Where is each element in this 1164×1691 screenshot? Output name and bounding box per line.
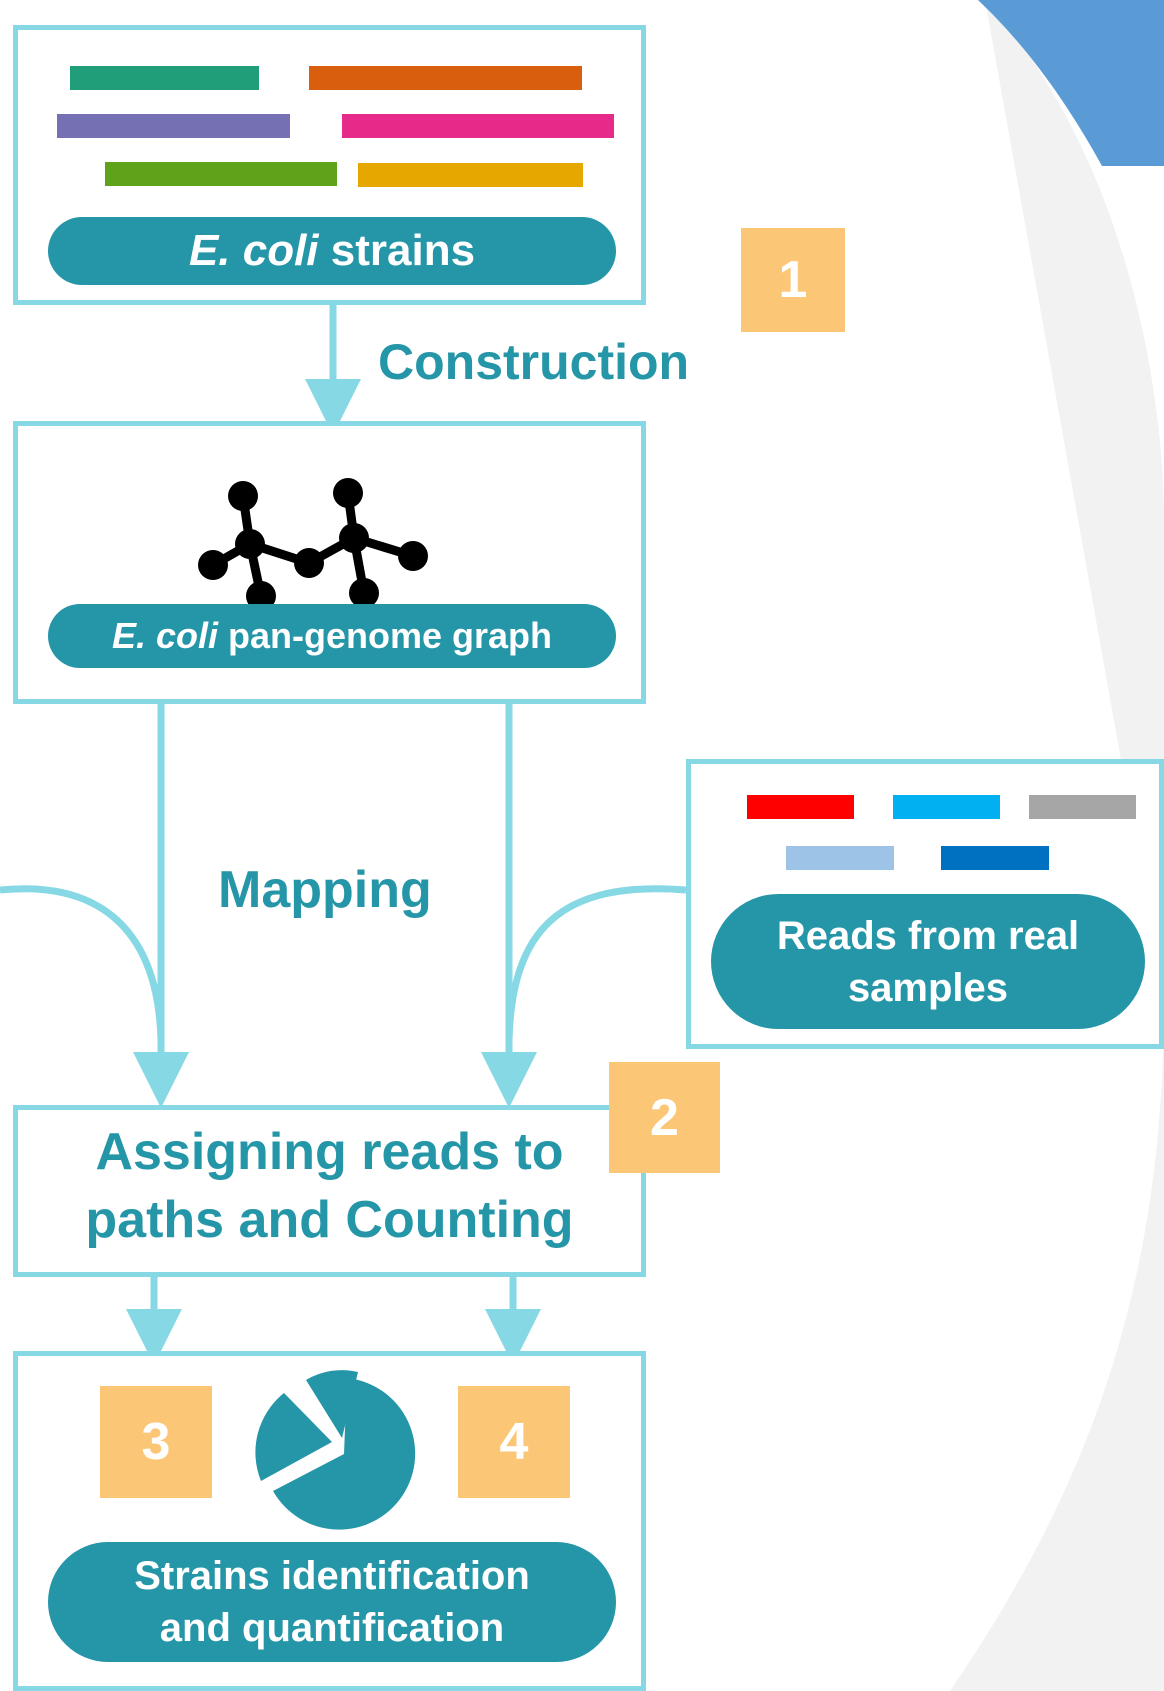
step-badge-1: 1 [741, 228, 845, 332]
pie-chart-icon [255, 1370, 416, 1530]
read-bar [893, 795, 1000, 819]
graph-box: E. coli pan-genome graph [13, 421, 646, 704]
read-bar [747, 795, 854, 819]
assign-box: Assigning reads to paths and Counting [13, 1105, 646, 1277]
read-bar [786, 846, 894, 870]
strains-box: E. coli strains [13, 25, 646, 305]
strain-bar [57, 114, 290, 138]
assign-line1: Assigning reads to [95, 1123, 564, 1181]
read-bar [1029, 795, 1136, 819]
step-badge-4: 4 [458, 1386, 570, 1498]
result-box: 3 4 Strains identification and quantific… [13, 1351, 646, 1691]
result-label: Strains identification and quantificatio… [48, 1542, 616, 1662]
result-label-line1: Strains identification [134, 1554, 530, 1598]
step-badge-3: 3 [100, 1386, 212, 1498]
strain-bar [309, 66, 582, 90]
background-blue-shape [978, 0, 1164, 166]
strains-label-italic: E. coli [188, 226, 319, 275]
reads-label-line2: samples [847, 965, 1009, 1010]
reads-box: Reads from real samples [686, 759, 1164, 1049]
read-bar [941, 846, 1049, 870]
mapping-label: Mapping [218, 861, 432, 919]
background-gray-circle [950, 0, 1164, 1691]
strain-bar [70, 66, 259, 90]
result-label-line2: and quantification [159, 1606, 505, 1650]
step-badge-2: 2 [609, 1062, 720, 1173]
strain-bar [342, 114, 614, 138]
graph-label-rest: pan-genome graph [228, 615, 553, 656]
reads-label: Reads from real samples [711, 894, 1145, 1029]
graph-label: E. coli pan-genome graph [48, 604, 616, 668]
strains-label-rest: strains [330, 226, 476, 275]
strains-label: E. coli strains [48, 217, 616, 285]
molecule-graph-icon [198, 478, 428, 611]
curve-reads-in [505, 885, 687, 1041]
strain-bar [105, 162, 337, 186]
assign-line2: paths and Counting [85, 1191, 574, 1249]
assign-text: Assigning reads to paths and Counting [18, 1118, 641, 1254]
strain-bar [358, 163, 583, 187]
graph-label-italic: E. coli [111, 615, 218, 656]
curve-left-in [0, 885, 165, 1041]
reads-label-line1: Reads from real [776, 913, 1080, 958]
construction-label: Construction [378, 334, 690, 390]
